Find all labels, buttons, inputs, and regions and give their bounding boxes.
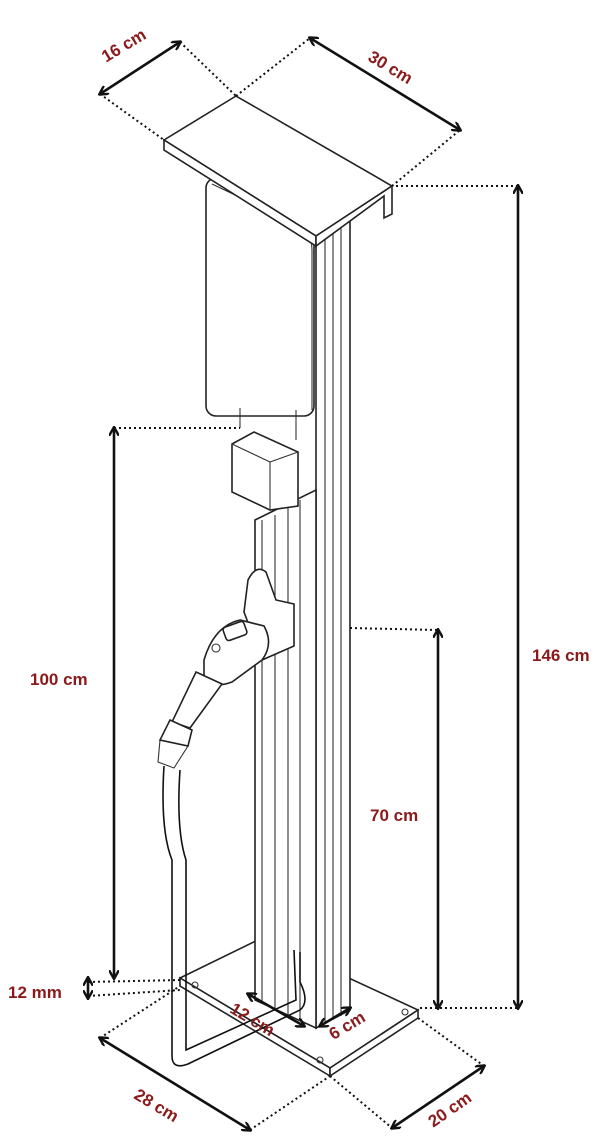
charging-plug xyxy=(157,619,270,769)
dimension-base-thickness xyxy=(88,978,181,998)
dimension-post-depth xyxy=(248,994,304,1026)
dimension-roof-width xyxy=(235,38,460,187)
label-holder-height: 100 cm xyxy=(30,670,88,689)
dimension-base-depth xyxy=(100,985,331,1130)
dimension-base-width xyxy=(329,1017,484,1128)
dimension-holder-height xyxy=(114,428,240,978)
dimension-mid-height xyxy=(349,627,438,1008)
junction-box xyxy=(231,431,299,511)
dimension-roof-depth xyxy=(100,42,237,141)
dimension-total-height xyxy=(396,186,518,1008)
label-base-thickness: 12 mm xyxy=(8,983,62,1002)
label-mid-height: 70 cm xyxy=(370,806,419,825)
label-total-height: 146 cm xyxy=(532,646,590,665)
dimension-post-width xyxy=(320,1008,350,1026)
roof xyxy=(162,95,394,248)
